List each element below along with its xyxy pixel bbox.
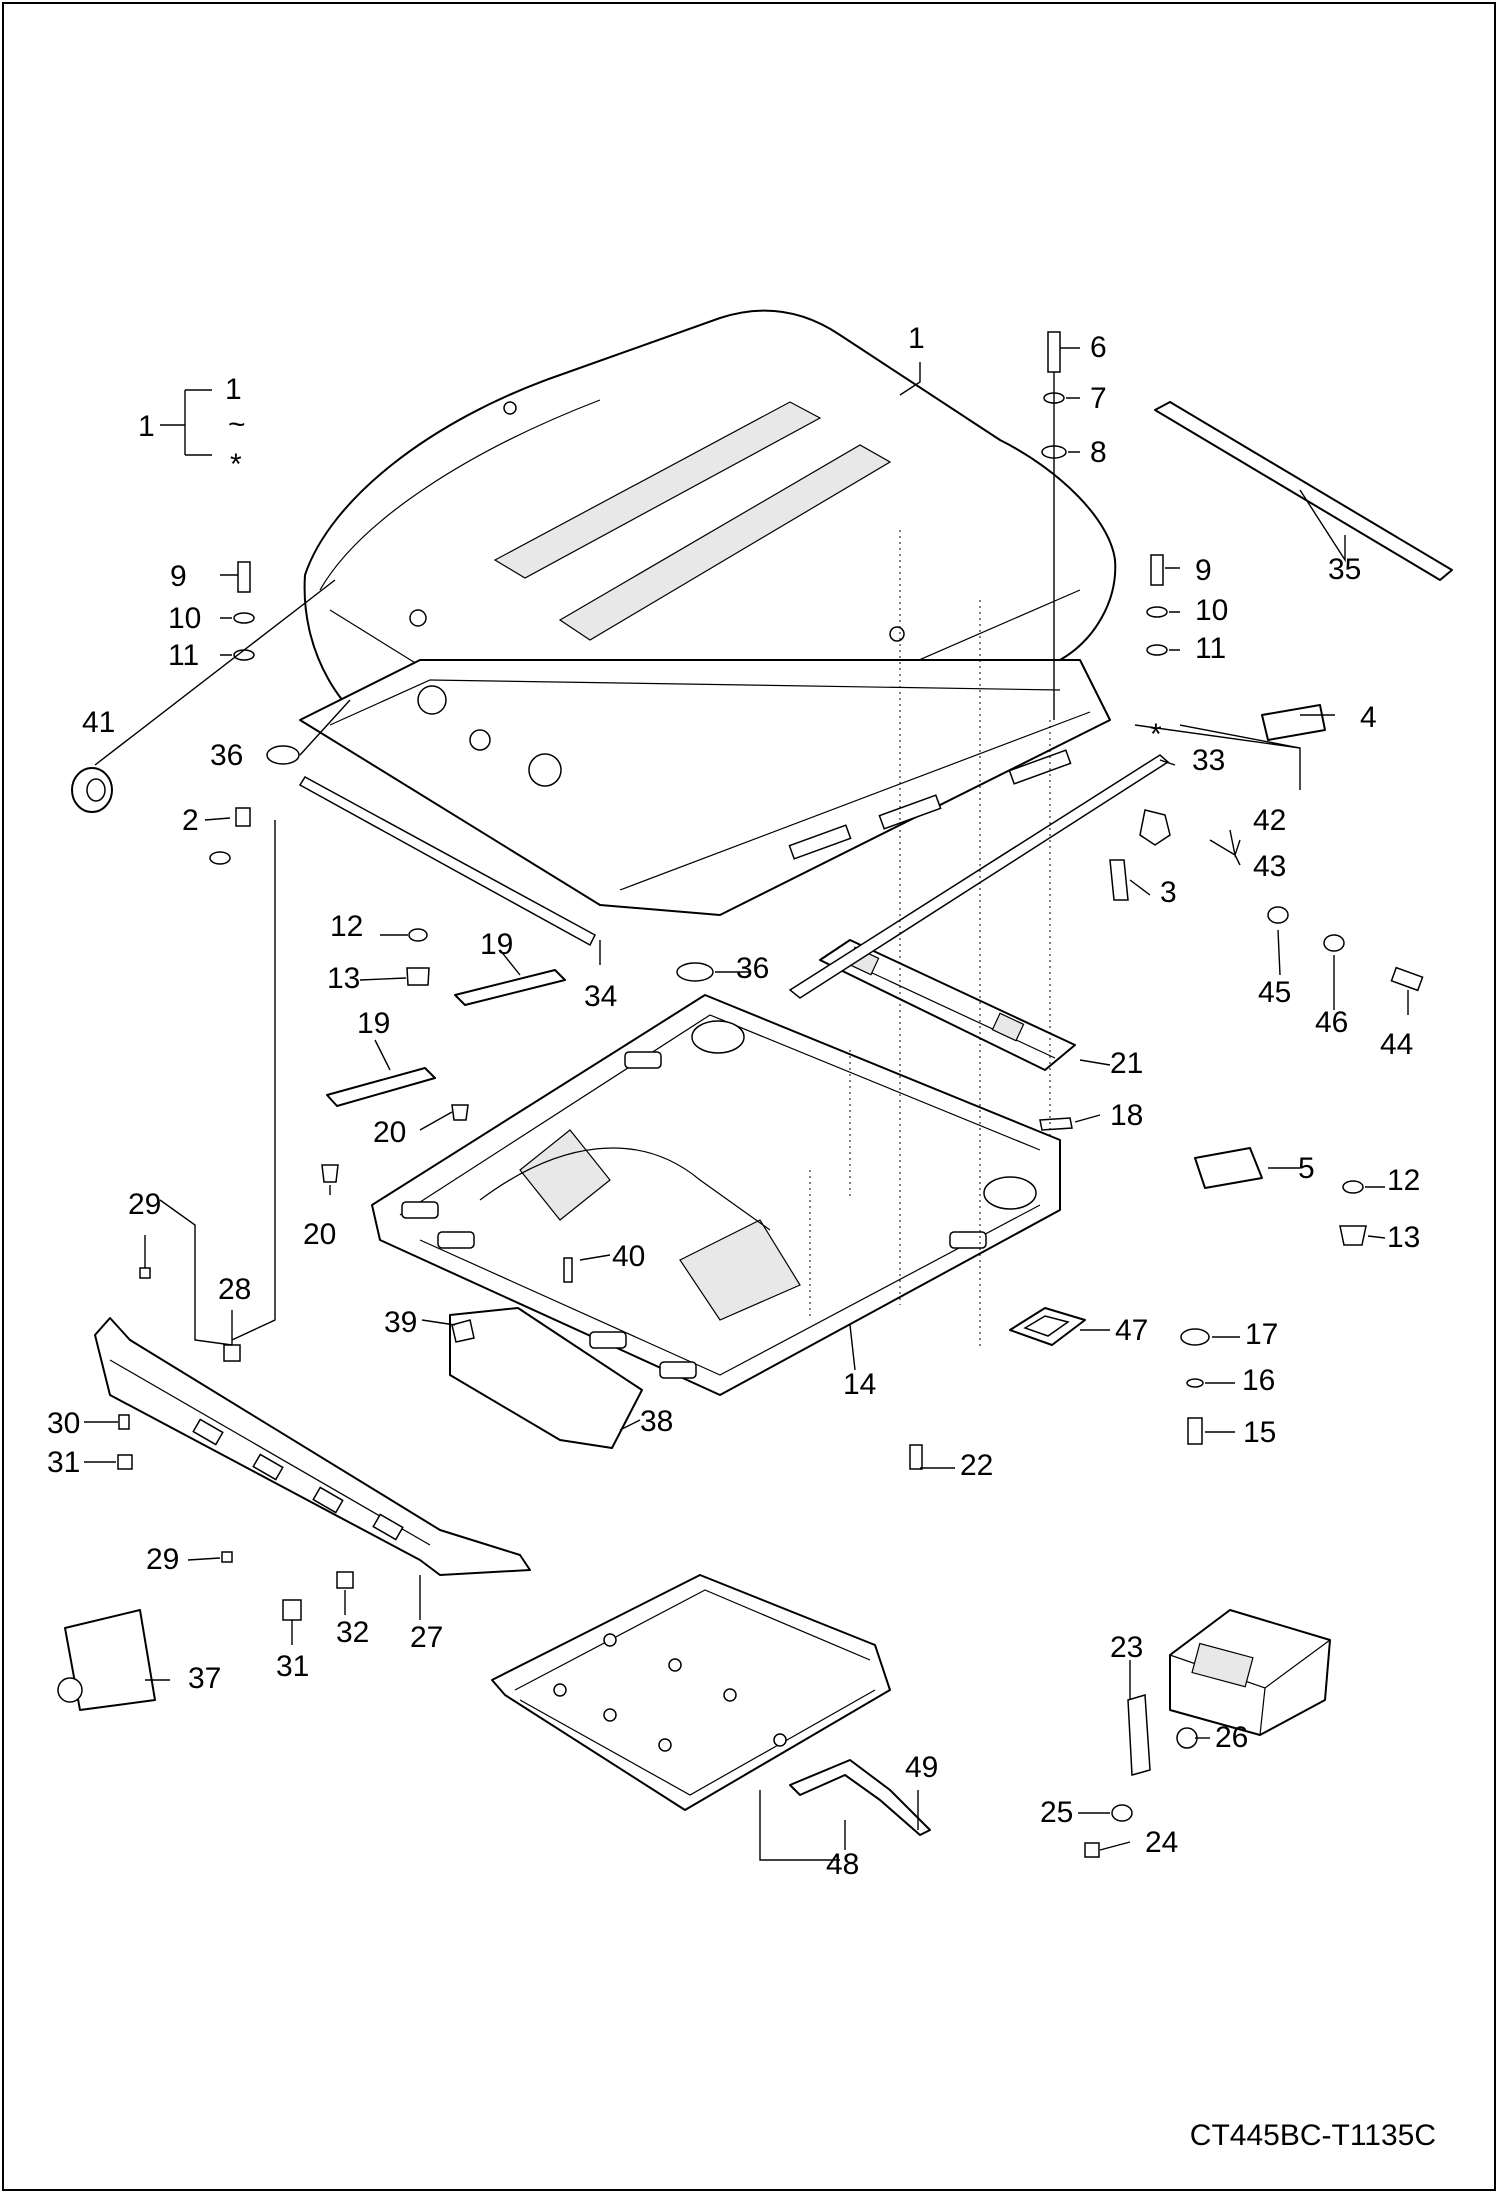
callout-16: 16	[1242, 1364, 1276, 1397]
callout-6: 6	[1090, 331, 1107, 364]
radio-unit	[1169, 1609, 1331, 1736]
callout-38: 38	[640, 1405, 674, 1438]
callout-11-left: 11	[168, 639, 200, 672]
callout-15: 15	[1243, 1416, 1277, 1449]
rear-trim	[94, 1317, 531, 1576]
callout-42: 42	[1253, 804, 1287, 837]
callout-22: 22	[960, 1449, 994, 1482]
callout-19-top: 19	[480, 928, 514, 961]
callout-1: 1	[908, 322, 925, 355]
callout-29-top: 29	[128, 1188, 162, 1221]
callout-2: 2	[182, 804, 199, 837]
callout-9-right: 9	[1195, 554, 1212, 587]
roof-liner-assembly	[491, 1574, 891, 1811]
callout-31-left: 31	[47, 1446, 81, 1479]
callout-39: 39	[384, 1306, 418, 1339]
callout-star: *	[1150, 718, 1162, 751]
group-bracket-middle: ~	[228, 408, 246, 441]
callout-23: 23	[1110, 1631, 1144, 1664]
callout-11-right: 11	[1195, 632, 1227, 665]
callout-49: 49	[905, 1751, 939, 1784]
callout-32: 32	[336, 1616, 370, 1649]
callout-21: 21	[1110, 1047, 1144, 1080]
callout-13-right: 13	[1387, 1221, 1421, 1254]
group-bracket-label: 1	[138, 410, 155, 443]
callout-3: 3	[1160, 876, 1177, 909]
callout-24: 24	[1145, 1826, 1179, 1859]
callout-20-left: 20	[303, 1218, 337, 1251]
callout-31-bottom: 31	[276, 1650, 310, 1683]
callout-25: 25	[1040, 1796, 1074, 1829]
alignment-lines	[809, 530, 1051, 1350]
callout-14: 14	[843, 1368, 877, 1401]
callout-36-mid: 36	[736, 952, 770, 985]
drawing-number: CT445BC-T1135C	[1189, 2119, 1436, 2152]
callout-47: 47	[1115, 1314, 1149, 1347]
callout-12-left: 12	[330, 910, 364, 943]
roof-frame	[299, 659, 1111, 916]
callout-28: 28	[218, 1273, 252, 1306]
callout-13-left: 13	[327, 962, 361, 995]
callout-30: 30	[47, 1407, 81, 1440]
hardware	[57, 331, 1453, 1858]
callout-40: 40	[612, 1240, 646, 1273]
callout-36-top: 36	[210, 739, 244, 772]
callout-33: 33	[1192, 744, 1226, 777]
callout-26: 26	[1215, 1721, 1249, 1754]
callout-18: 18	[1110, 1099, 1144, 1132]
group-bracket-top: 1	[225, 373, 242, 406]
callout-12-right: 12	[1387, 1164, 1421, 1197]
callout-37: 37	[188, 1662, 222, 1695]
callout-46: 46	[1315, 1006, 1349, 1039]
callout-17: 17	[1245, 1318, 1279, 1351]
group-bracket-bottom: *	[230, 448, 242, 481]
callout-27: 27	[410, 1621, 444, 1654]
callout-34: 34	[584, 980, 618, 1013]
callout-43: 43	[1253, 850, 1287, 883]
callout-20-mid: 20	[373, 1116, 407, 1149]
callout-4: 4	[1360, 701, 1377, 734]
callout-44: 44	[1380, 1028, 1414, 1061]
callout-19-left: 19	[357, 1007, 391, 1040]
callout-41: 41	[82, 706, 116, 739]
callout-8: 8	[1090, 436, 1107, 469]
headliner	[371, 994, 1061, 1396]
callout-45: 45	[1258, 976, 1292, 1009]
callout-35: 35	[1328, 553, 1362, 586]
callout-10-left: 10	[168, 602, 202, 635]
callout-9-left: 9	[170, 560, 187, 593]
leader-lines	[84, 347, 1409, 1861]
callout-7: 7	[1090, 382, 1107, 415]
callout-48: 48	[826, 1848, 860, 1881]
callout-10-right: 10	[1195, 594, 1229, 627]
callout-29-bottom: 29	[146, 1543, 180, 1576]
callout-5: 5	[1298, 1152, 1315, 1185]
